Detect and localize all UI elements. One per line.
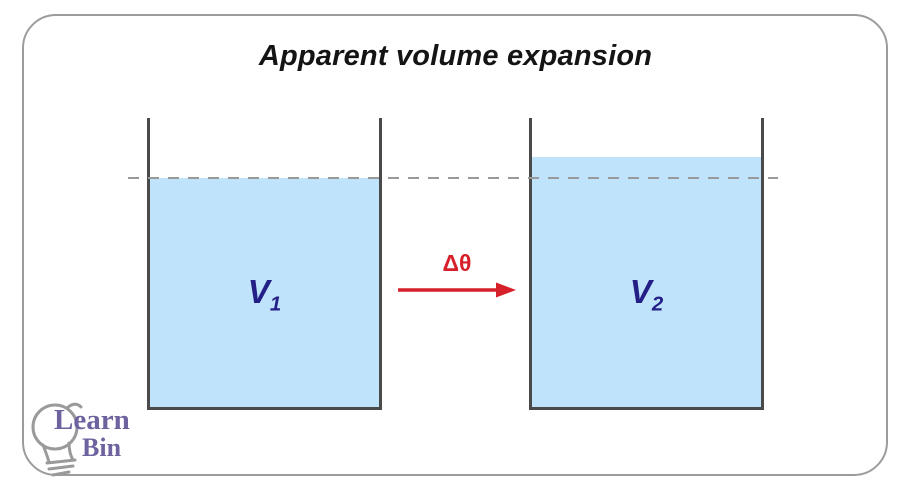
label-v2: V2 [532, 273, 761, 314]
label-v1-letter: V [247, 273, 270, 310]
delta-theta-label: Δθ [442, 250, 472, 276]
liquid-v2 [532, 157, 761, 407]
liquid-v1 [150, 178, 379, 407]
diagram-title: Apparent volume expansion [258, 40, 653, 72]
label-v2-letter: V [629, 273, 652, 310]
label-v2-subscript: 2 [651, 292, 664, 316]
beaker-v2: V2 [529, 118, 764, 410]
logo-text-learn: Learn [54, 404, 130, 436]
logo-text-bin: Bin [82, 433, 122, 462]
right-arrow-icon [398, 282, 516, 298]
lightbulb-icon [31, 402, 83, 477]
initial-level-dashed-line [128, 177, 778, 179]
label-v1: V1 [150, 273, 379, 314]
frame-border [22, 14, 888, 476]
beaker-v1: V1 [147, 118, 382, 410]
learnbin-logo: Learn Bin [30, 399, 160, 481]
label-v1-subscript: 1 [269, 292, 282, 316]
